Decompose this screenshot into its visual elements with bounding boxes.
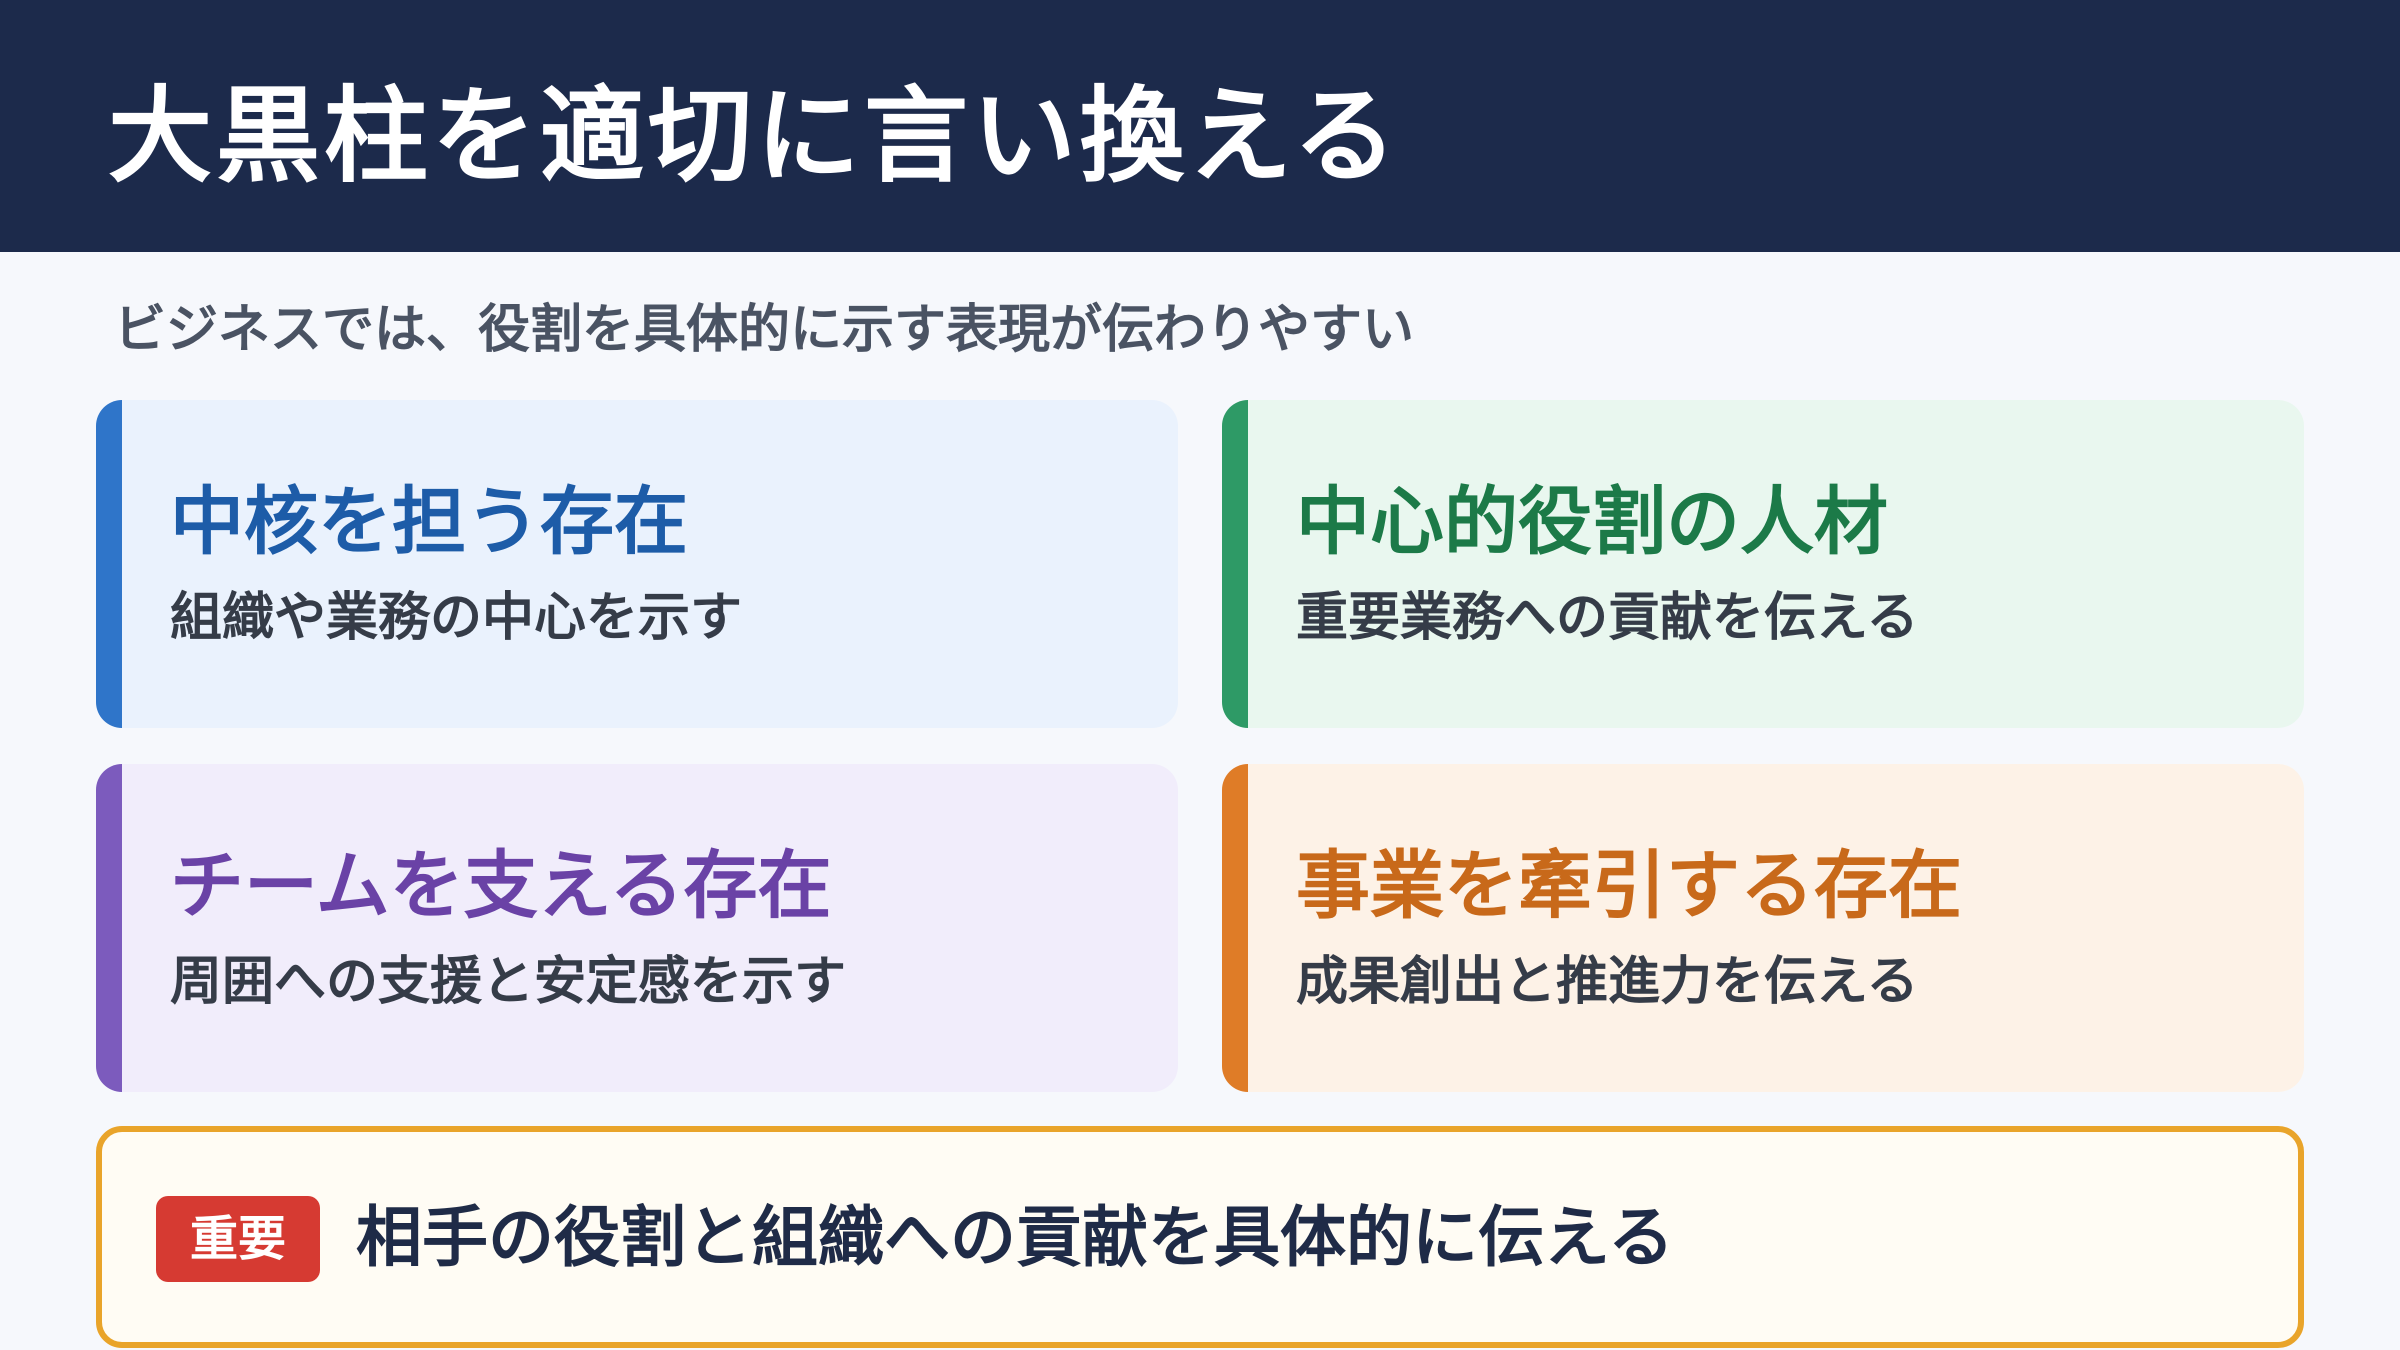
card-accent-bar bbox=[96, 400, 122, 728]
card-title: チームを支える存在 bbox=[170, 843, 832, 929]
page-subtitle: ビジネスでは、役割を具体的に示す表現が伝わりやすい bbox=[114, 300, 1415, 360]
header-bar: 大黒柱を適切に言い換える bbox=[0, 0, 2400, 252]
key-point-box: 重要 相手の役割と組織への貢献を具体的に伝える bbox=[96, 1126, 2304, 1348]
card-core-presence: 中核を担う存在 組織や業務の中心を示す bbox=[96, 400, 1178, 728]
page-title: 大黒柱を適切に言い換える bbox=[108, 75, 1401, 197]
card-description: 周囲への支援と安定感を示す bbox=[170, 952, 847, 1012]
card-description: 組織や業務の中心を示す bbox=[170, 588, 743, 648]
card-team-support: チームを支える存在 周囲への支援と安定感を示す bbox=[96, 764, 1178, 1092]
card-accent-bar bbox=[1222, 400, 1248, 728]
card-title: 事業を牽引する存在 bbox=[1296, 843, 1962, 929]
card-central-role: 中心的役割の人材 重要業務への貢献を伝える bbox=[1222, 400, 2304, 728]
key-point-text: 相手の役割と組織への貢献を具体的に伝える bbox=[356, 1199, 1675, 1276]
important-badge: 重要 bbox=[156, 1196, 320, 1282]
card-description: 成果創出と推進力を伝える bbox=[1296, 952, 1919, 1012]
card-business-leader: 事業を牽引する存在 成果創出と推進力を伝える bbox=[1222, 764, 2304, 1092]
card-description: 重要業務への貢献を伝える bbox=[1296, 588, 1919, 648]
card-title: 中核を担う存在 bbox=[170, 479, 688, 565]
card-accent-bar bbox=[1222, 764, 1248, 1092]
card-title: 中心的役割の人材 bbox=[1296, 479, 1888, 565]
card-accent-bar bbox=[96, 764, 122, 1092]
